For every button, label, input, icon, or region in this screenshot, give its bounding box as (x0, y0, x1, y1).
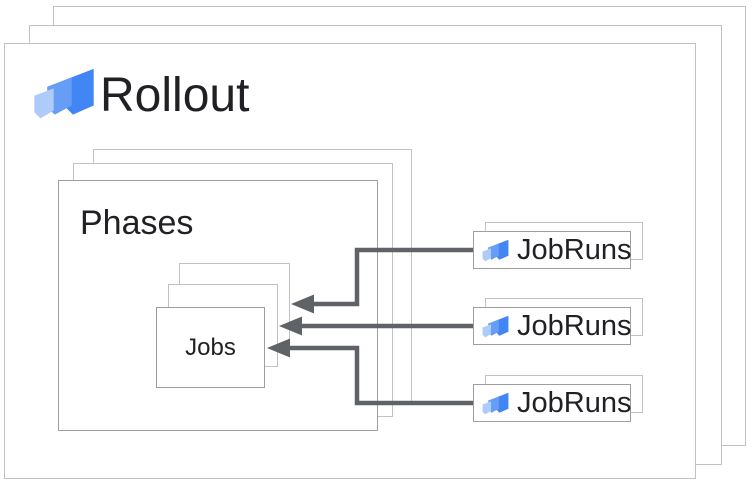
cloud-deploy-icon (482, 392, 509, 414)
jobruns-3-label: JobRuns (517, 386, 632, 419)
jobruns-2-box: JobRuns (473, 307, 631, 345)
jobs-box: Jobs (156, 307, 265, 388)
cloud-deploy-icon (482, 239, 509, 261)
phases-title: Phases (80, 204, 194, 242)
jobruns-2-label: JobRuns (517, 309, 632, 342)
cloud-deploy-icon (34, 68, 94, 119)
cloud-deploy-icon (482, 315, 509, 337)
jobruns-1-box: JobRuns (473, 231, 631, 269)
rollout-title: Rollout (100, 69, 250, 122)
jobruns-1-label: JobRuns (517, 233, 632, 266)
jobs-label: Jobs (185, 333, 236, 361)
jobruns-3-box: JobRuns (473, 384, 631, 422)
